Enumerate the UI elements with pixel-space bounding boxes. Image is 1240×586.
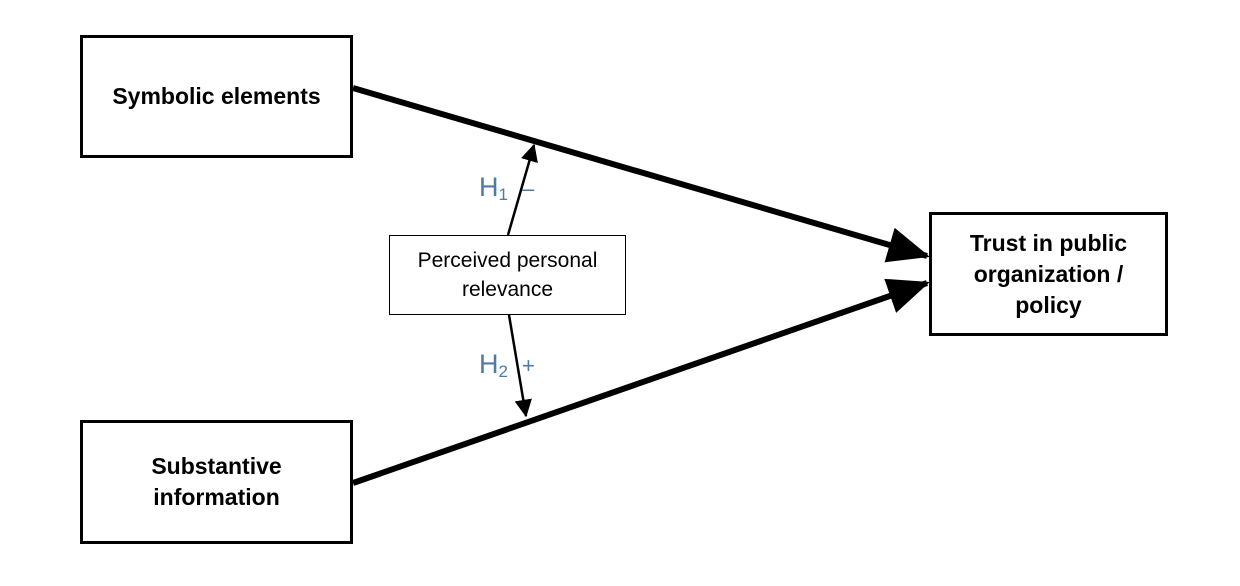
path-symbolic-to-trust xyxy=(352,85,930,263)
trust-label-line-3: policy xyxy=(1015,291,1082,318)
hypothesis-1-index: 1 xyxy=(498,185,508,204)
substantive-information-box: Substantive information xyxy=(80,420,353,544)
hypothesis-1-sign: – xyxy=(521,176,535,201)
path-substantive-to-trust xyxy=(352,278,930,486)
symbolic-elements-box: Symbolic elements xyxy=(80,35,353,158)
moderation-arrow-h2 xyxy=(507,314,532,418)
hypothesis-2-label: H2 + xyxy=(479,349,535,387)
substantive-information-label-line-1: Substantive xyxy=(151,453,282,479)
relevance-label-line-1: Perceived personal xyxy=(417,249,598,272)
moderation-arrow-h1 xyxy=(506,143,538,236)
relevance-label-line-2: relevance xyxy=(461,278,554,301)
substantive-information-label-line-2: information xyxy=(153,484,280,510)
trust-label-line-1: Trust in public xyxy=(969,229,1128,256)
hypothesis-2-letter: H xyxy=(479,349,499,379)
symbolic-elements-label: Symbolic elements xyxy=(112,83,321,109)
hypothesis-1-letter: H xyxy=(479,172,499,202)
hypothesis-2-index: 2 xyxy=(498,362,508,381)
hypothesis-2-sign: + xyxy=(521,353,535,378)
trust-box: Trust in public organization / policy xyxy=(929,212,1168,336)
trust-label-line-2: organization / xyxy=(973,260,1124,287)
hypothesis-1-label: H1– xyxy=(479,172,534,210)
perceived-personal-relevance-box: Perceived personal relevance xyxy=(389,235,626,315)
